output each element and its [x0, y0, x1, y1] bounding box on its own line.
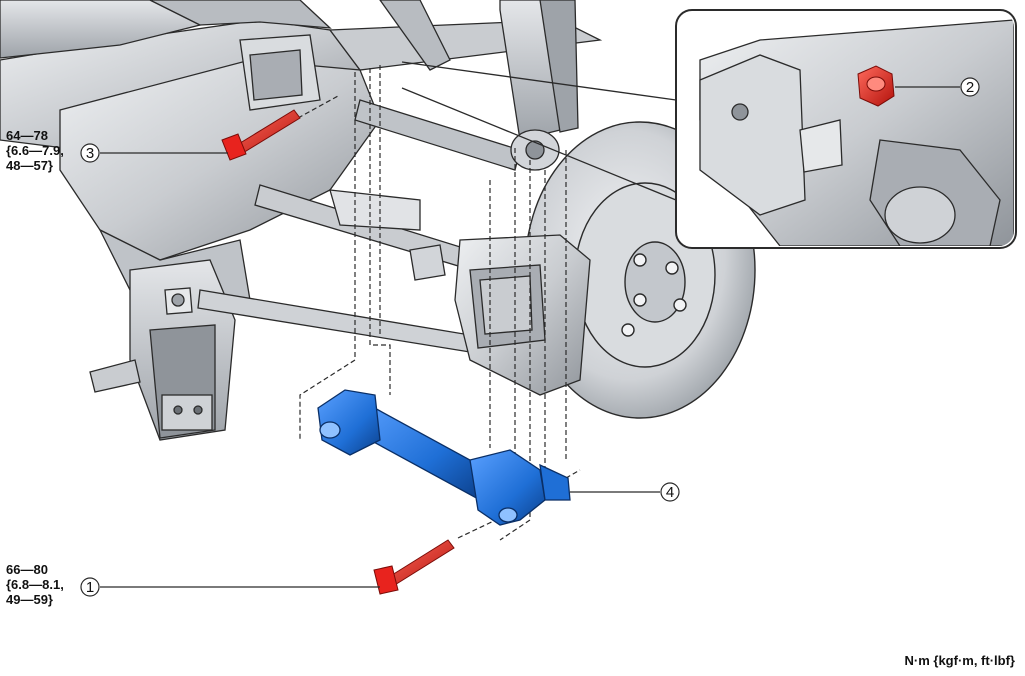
callout-4-label: 4	[666, 484, 674, 501]
detail-inset	[401, 9, 1017, 249]
callout-2: 2	[960, 77, 980, 97]
torque-ftlbf: 49—59}	[6, 592, 53, 607]
torque-ftlbf: 48—57}	[6, 158, 53, 173]
callout-3-label: 3	[86, 145, 94, 162]
callout-3: 3	[80, 143, 100, 163]
bolt-icon	[373, 539, 455, 595]
brake-caliper	[329, 189, 591, 396]
torque-nm: 66—80	[6, 562, 48, 577]
torque-kgfm: {6.6—7.9,	[6, 143, 64, 158]
nut-icon	[857, 65, 895, 107]
callout-2-label: 2	[966, 79, 974, 96]
suspension-crossmember	[0, 0, 381, 441]
torque-kgfm: {6.8—8.1,	[6, 577, 64, 592]
torque-nm: 64—78	[6, 128, 48, 143]
callout-1: 1	[80, 577, 100, 597]
lateral-link-icon	[317, 389, 571, 526]
units-legend: N·m {kgf·m, ft·lbf}	[904, 653, 1016, 668]
torque-spec-bolt-3: 64—78 {6.6—7.9, 48—57}	[6, 128, 64, 173]
torque-spec-bolt-1: 66—80 {6.8—8.1, 49—59}	[6, 562, 64, 607]
shock-absorber	[499, 0, 579, 171]
callout-leaders	[100, 86, 960, 588]
callout-4: 4	[660, 482, 680, 502]
callout-1-label: 1	[86, 579, 94, 596]
